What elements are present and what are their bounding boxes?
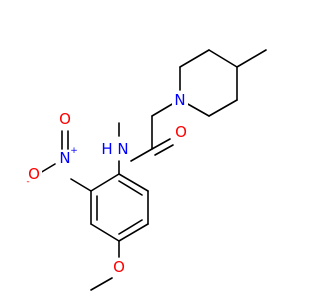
bond [90, 173, 120, 192]
bond [236, 49, 267, 68]
molecule-diagram: N O N H N + O O - O [26, 49, 267, 291]
atom-labels: N O N H N + O O - O [26, 91, 189, 276]
bond [70, 178, 92, 192]
oxygen-atom: O [59, 110, 71, 128]
bond [39, 163, 56, 174]
nitrogen-atom: N [174, 91, 185, 109]
oxygen-atom: O [113, 258, 125, 276]
bond [90, 277, 113, 291]
bond [185, 102, 210, 117]
nitrogen-atom: N [117, 140, 128, 158]
bonds [39, 49, 267, 291]
bond [208, 49, 238, 68]
bond [118, 223, 149, 242]
bond [118, 180, 143, 196]
oxygen-atom: O [175, 123, 187, 141]
negative-charge: - [26, 177, 29, 187]
oxygen-atom: O [28, 165, 40, 183]
bond [118, 173, 149, 192]
bond [118, 219, 143, 235]
bond [208, 99, 238, 117]
nitrogen-atom: N [59, 149, 70, 167]
bond [90, 223, 120, 242]
hydrogen-atom: H [101, 140, 112, 158]
positive-charge: + [70, 146, 78, 156]
bond [151, 102, 175, 117]
bond [151, 138, 171, 150]
bond [130, 148, 153, 162]
bond [179, 49, 210, 68]
bond [154, 144, 174, 156]
